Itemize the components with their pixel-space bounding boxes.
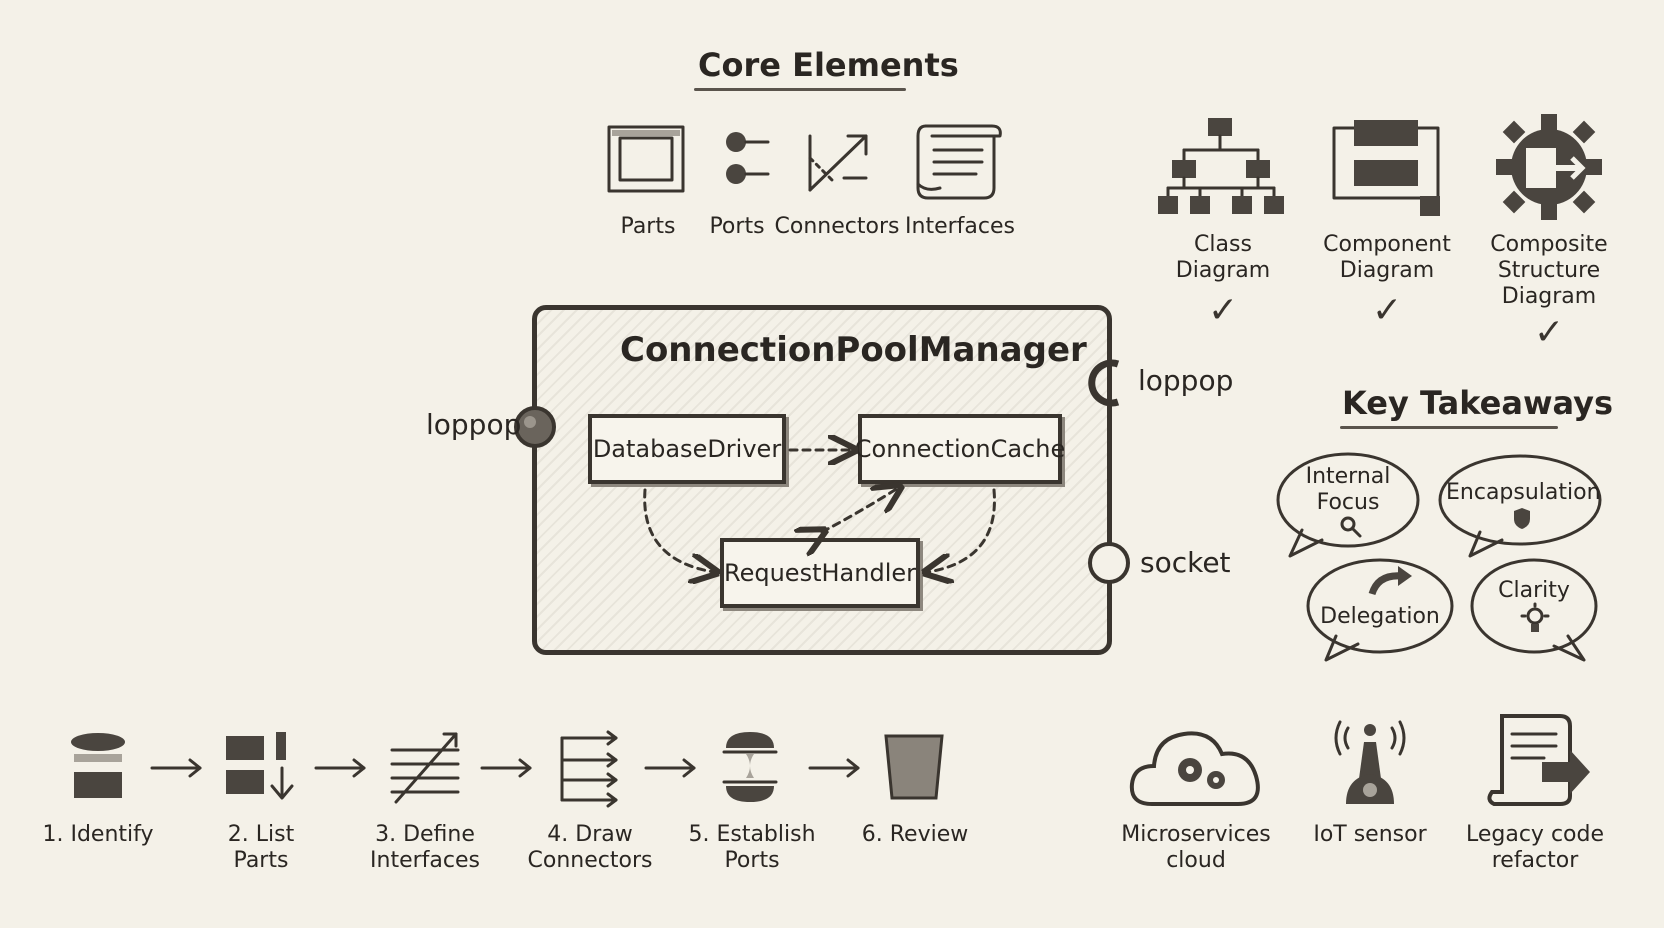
step-line: Connectors <box>527 848 653 873</box>
step-line: 4. Draw <box>547 822 633 847</box>
bubble-delegation <box>1306 558 1454 654</box>
takeaway-line: Focus <box>1316 490 1380 515</box>
define-lines-icon <box>390 732 460 804</box>
step-line: 2. List <box>227 822 295 847</box>
diagram-type-line: Diagram <box>1175 258 1271 283</box>
port-left-label: loppop <box>426 408 522 441</box>
core-elements-title: Core Elements <box>698 46 959 84</box>
diagram-type-line: Composite <box>1490 232 1608 257</box>
step-line: Ports <box>724 848 780 873</box>
use-case-line: cloud <box>1166 848 1226 873</box>
list-parts-icon <box>226 732 294 800</box>
use-case-line: Legacy code <box>1465 822 1604 847</box>
hourglass-icon <box>722 732 778 802</box>
check-mark-icon: ✓ <box>1372 290 1403 331</box>
connector-cache-handler <box>928 488 996 572</box>
diagram-type-line: Structure <box>1497 258 1601 283</box>
lightbulb-icon <box>1520 602 1550 632</box>
step-line: 5. Establish <box>688 822 816 847</box>
scroll-icon <box>916 124 1002 200</box>
check-mark-icon: ✓ <box>1208 290 1239 331</box>
curved-arrow-icon <box>1368 566 1412 596</box>
draw-connectors-icon <box>560 730 618 808</box>
step-line: 1. Identify <box>42 822 154 847</box>
step-label: 2. List Parts <box>206 822 316 874</box>
takeaway-internal-focus: Internal Focus <box>1290 464 1406 516</box>
use-case-label: IoT sensor <box>1300 822 1440 848</box>
step-line: Interfaces <box>370 848 480 873</box>
part-connection-cache[interactable]: ConnectionCache <box>855 414 1065 484</box>
bubble-clarity <box>1470 558 1598 654</box>
core-element-label: Connectors <box>774 214 900 239</box>
step-line: Parts <box>233 848 289 873</box>
step-line: 3. Define <box>375 822 475 847</box>
step-line: 6. Review <box>861 822 969 847</box>
takeaway-clarity: Clarity <box>1498 578 1570 603</box>
diagram-type-line: Diagram <box>1339 258 1435 283</box>
port-pins-icon <box>726 132 770 184</box>
core-element-label: Parts <box>620 214 676 239</box>
diagram-type-label: Composite Structure Diagram <box>1484 232 1614 310</box>
magnifier-icon <box>1340 516 1362 538</box>
connector-handler-cache <box>822 488 898 532</box>
core-element-label: Ports <box>709 214 765 239</box>
takeaway-line: Internal <box>1305 464 1391 489</box>
step-label: 4. Draw Connectors <box>520 822 660 874</box>
part-frame-icon <box>607 125 685 193</box>
port-right-bottom-icon[interactable] <box>1086 540 1132 586</box>
step-label: 3. Define Interfaces <box>360 822 490 874</box>
core-element-label: Interfaces <box>905 214 1015 239</box>
key-takeaways-underline <box>1340 426 1558 429</box>
key-takeaways-title: Key Takeaways <box>1342 384 1614 422</box>
bubble-encapsulation <box>1438 454 1602 546</box>
connector-driver-handler <box>643 488 714 572</box>
class-tree-icon <box>1158 118 1284 214</box>
diagram-type-line: Diagram <box>1501 284 1597 309</box>
component-boxes-icon <box>1332 120 1440 216</box>
use-case-line: IoT sensor <box>1313 822 1427 847</box>
port-right-top-label: loppop <box>1138 364 1234 397</box>
disc-stack-icon <box>71 733 125 798</box>
gear-icon <box>1496 114 1602 220</box>
shield-icon <box>1514 508 1530 529</box>
bin-icon <box>884 734 944 800</box>
cloud-gears-icon <box>1129 731 1260 806</box>
diagram-type-label: Component Diagram <box>1322 232 1452 284</box>
step-label: 5. Establish Ports <box>684 822 820 874</box>
bubble-internal-focus <box>1276 452 1420 548</box>
port-right-bottom-label: socket <box>1140 546 1231 579</box>
use-case-label: Legacy code refactor <box>1462 822 1608 874</box>
antenna-sensor-icon <box>1334 720 1406 804</box>
diagram-type-label: Class Diagram <box>1160 232 1286 284</box>
diagram-type-line: Class <box>1194 232 1252 257</box>
use-case-line: Microservices <box>1121 822 1271 847</box>
use-case-label: Microservices cloud <box>1120 822 1272 874</box>
check-mark-icon: ✓ <box>1534 312 1565 353</box>
step-label: 6. Review <box>856 822 974 848</box>
connector-arrow-icon <box>808 134 868 192</box>
takeaway-encapsulation: Encapsulation <box>1446 480 1601 505</box>
core-elements-underline <box>694 88 906 91</box>
scroll-arrow-icon <box>1487 714 1590 806</box>
use-case-line: refactor <box>1491 848 1579 873</box>
takeaway-delegation: Delegation <box>1320 604 1440 629</box>
port-left-icon[interactable] <box>512 404 558 450</box>
step-label: 1. Identify <box>34 822 162 848</box>
diagram-type-line: Component <box>1323 232 1451 257</box>
composite-name: ConnectionPoolManager <box>620 330 1087 370</box>
part-database-driver[interactable]: DatabaseDriver <box>588 414 786 484</box>
port-right-top-icon[interactable] <box>1088 359 1128 407</box>
